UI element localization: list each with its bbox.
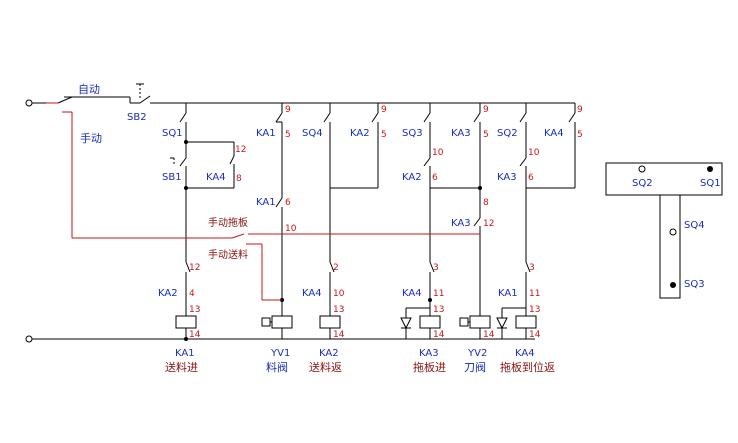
t-8a: 8 [236,174,242,184]
coil-ka2-tag: KA2 [319,348,339,359]
t-13c: 13 [433,305,444,315]
sq4-sensor-icon [669,228,677,236]
sb1-label: SB1 [162,172,182,183]
t-5b: 5 [381,130,387,140]
auto-label: 自动 [78,83,100,96]
panel-sq2-label: SQ2 [632,178,653,189]
t-10a: 10 [285,224,297,234]
t-5d: 5 [577,130,583,140]
sq2-sensor-icon [638,165,646,173]
coil-ka2-name: 送料返 [309,360,342,374]
t-8b: 8 [483,198,489,208]
sq2-label: SQ2 [497,128,518,139]
sq4-label: SQ4 [302,128,323,139]
coil-ka3-tag: KA3 [419,348,439,359]
coil-ka1-tag: KA1 [175,348,195,359]
t-3a: 3 [433,263,439,273]
t-10d: 10 [333,289,345,299]
t-3b: 3 [529,263,535,273]
ka4-label-top: KA4 [544,128,564,139]
sq1-sensor-icon [707,166,713,172]
t-6c: 6 [528,173,534,183]
sq3-sensor-icon [670,282,676,288]
t-14e: 14 [529,330,541,340]
t-14d: 14 [483,330,495,340]
coil-ka4-name: 拖板到位返 [500,360,555,374]
sensor-panel-vertical [659,194,681,299]
ka4-label-low: KA4 [302,288,322,299]
ka4-label-low2: KA4 [402,288,422,299]
t-6b: 6 [432,173,438,183]
ka4-label-1: KA4 [206,172,226,183]
ka3-label-top: KA3 [451,128,471,139]
t-9c: 9 [483,105,489,115]
coil-ka4-tag: KA4 [515,348,535,359]
panel-sq4-label: SQ4 [684,220,705,231]
t-9b: 9 [381,105,387,115]
panel-sq1-label: SQ1 [700,178,721,189]
t-4: 4 [189,289,195,299]
t-13b: 13 [333,305,344,315]
ka1-label-low: KA1 [498,288,518,299]
ka2-label-top: KA2 [350,128,370,139]
t-12c: 12 [189,263,200,273]
t-14c: 14 [433,330,445,340]
sensor-panel-horizontal [605,162,723,196]
panel-sq3-label: SQ3 [684,279,705,290]
t-13d: 13 [529,305,540,315]
coil-ka1-name: 送料进 [165,360,198,374]
ka1-label-mid: KA1 [256,197,276,208]
coil-ka3-name: 拖板进 [413,360,446,374]
t-14b: 14 [333,330,345,340]
ka1-label-top: KA1 [256,128,276,139]
ka2-label-low: KA2 [158,288,178,299]
coil-yv2-tag: YV2 [467,348,487,359]
t-11b: 11 [529,289,540,299]
ka3-label-mid: KA3 [451,218,471,229]
manual-tow-label: 手动拖板 [208,216,248,229]
t-12a: 12 [235,145,246,155]
t-5a: 5 [285,130,291,140]
terminal-bottom-left [25,335,33,343]
t-10b: 10 [432,148,444,158]
ka2-label-mid: KA2 [402,172,422,183]
t-14a: 14 [189,330,201,340]
sq3-label: SQ3 [402,128,423,139]
manual-feed-label: 手动送料 [208,248,248,261]
manual-label: 手动 [80,131,102,145]
sq1-label: SQ1 [162,128,183,139]
t-2: 2 [333,263,339,273]
t-5c: 5 [483,130,489,140]
coil-yv1-name: 料阀 [266,360,288,374]
t-11a: 11 [433,289,444,299]
coil-yv1-tag: YV1 [270,348,290,359]
t-13a: 13 [189,305,200,315]
ka3-label-col6: KA3 [497,172,517,183]
coil-yv2-name: 刀阀 [464,360,486,374]
t-9d: 9 [577,105,583,115]
t-6a: 6 [285,198,291,208]
sb2-label: SB2 [127,112,147,123]
t-9a: 9 [285,105,291,115]
t-12b: 12 [483,219,494,229]
t-10c: 10 [528,148,540,158]
terminal-top-left [25,99,33,107]
